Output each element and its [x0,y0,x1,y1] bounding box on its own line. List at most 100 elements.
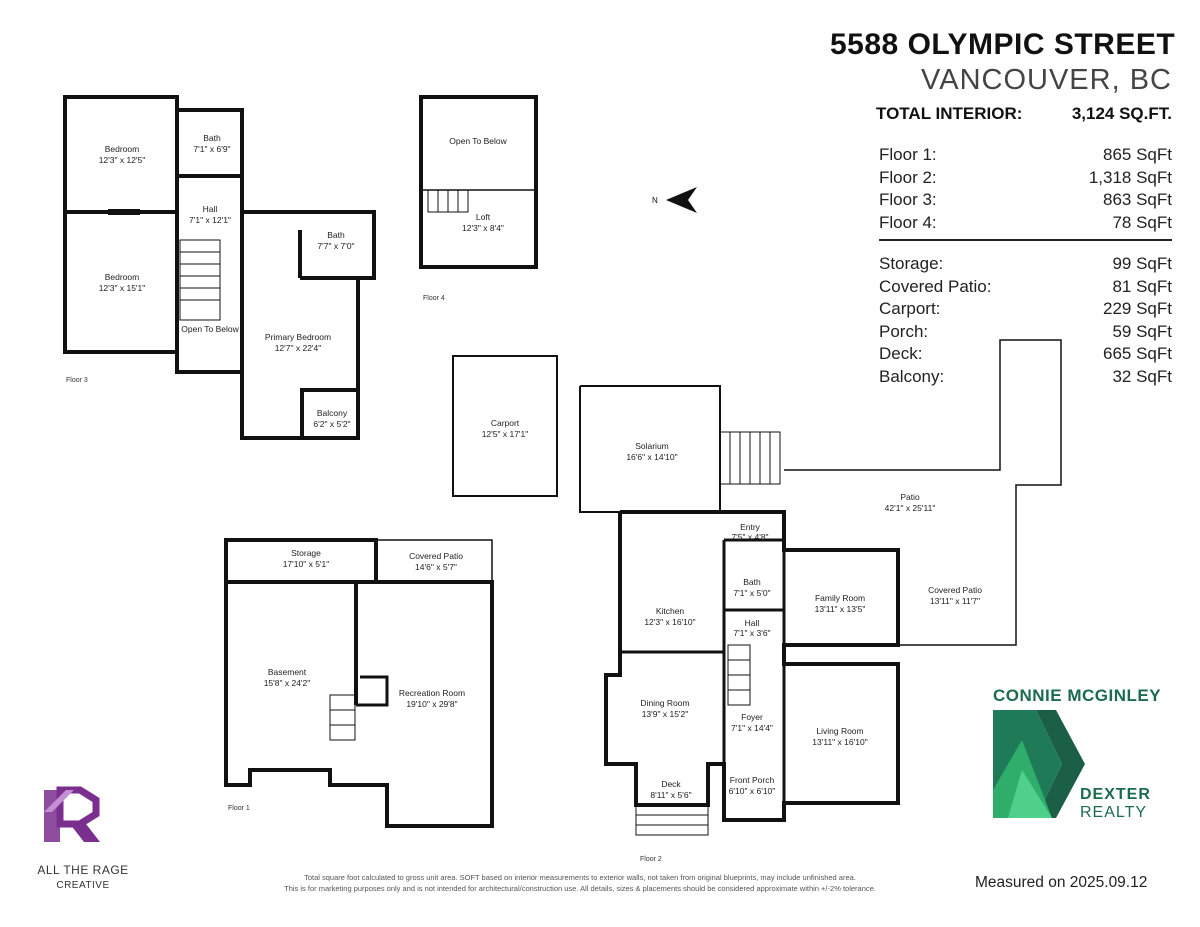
extra-area-value: 32 SqFt [1112,366,1172,386]
floor-area-row: Floor 2: 1,318 SqFt [879,168,1172,191]
extra-area-value: 81 SqFt [1112,276,1172,296]
all-the-rage-wordmark: ALL THE RAGE CREATIVE [28,862,138,894]
room-dims: 13'11" x 16'10" [812,737,867,747]
floor-area-value: 863 SqFt [1103,190,1172,209]
room-name: Open To Below [181,324,239,334]
room-name: Covered Patio [409,551,463,561]
disclaimer-line: Total square foot calculated to gross un… [304,873,856,882]
all-the-rage-logo-icon [44,786,100,842]
floor-label: Floor 1 [228,805,250,812]
floor-area-row: Floor 4: 78 SqFt [879,213,1172,236]
room-name: Hall [203,204,218,214]
room-dims: 12'3" x 16'10" [644,617,695,627]
total-interior-value: 3,124 SQ.FT. [1071,104,1172,123]
floor-area-row: Floor 1:865 SqFt [879,145,1172,168]
room-dims: 8'11" x 5'6" [650,790,691,800]
room-name: Carport [491,418,520,428]
floor-area-label: Floor 4: [879,212,937,232]
room-dims: 13'9" x 15'2" [642,709,689,719]
room-dims: 7'1" x 3'6" [733,628,770,638]
room-name: Entry [740,522,761,532]
atr-line2: CREATIVE [56,880,110,891]
room-dims: 7'1" x 12'1" [189,215,231,225]
room-name: Loft [476,212,491,222]
disclaimer: Total square foot calculated to gross un… [230,872,930,894]
property-address: 5588 OLYMPIC STREET [830,28,1176,61]
agent-name: CONNIE MCGINLEY [993,686,1162,705]
table-divider [879,239,1172,241]
room-dims: 6'2" x 5'2" [313,419,350,429]
floor-area-label: Floor 2: [879,167,937,187]
covered-patio-1-outline [376,539,493,582]
floor-area-value: 78 SqFt [1112,212,1172,232]
floor-area-row: Floor 3: 863 SqFt [879,190,1172,213]
room-name: Primary Bedroom [265,332,331,342]
extra-area-row: Storage: 99 SqFt [879,254,1172,277]
room-dims: 14'6" x 5'7" [415,562,457,572]
extra-area-label: Porch: [879,321,929,341]
room-dims: 6'10" x 6'10" [729,786,776,796]
brokerage-name: DEXTER [1080,786,1151,803]
extra-area-table: Storage: 99 SqFt Covered Patio:81 SqFt Ca… [879,254,1172,389]
extra-area-label: Balcony: [879,366,945,386]
extra-area-label: Deck: [879,344,923,363]
extra-area-value: 229 SqFt [1103,299,1172,318]
room-dims: 19'10" x 29'8" [406,699,457,709]
room-name: Storage [291,548,321,558]
room-name: Family Room [815,593,865,603]
room-dims: 15'8" x 24'2" [264,678,311,688]
stairs [179,189,781,836]
extra-area-row: Covered Patio:81 SqFt [879,277,1172,300]
extra-area-label: Storage: [879,254,944,273]
total-interior-label: TOTAL INTERIOR: [876,104,1023,123]
floor1-walls [224,538,494,828]
room-dims: 7'7" x 7'0" [317,241,354,251]
room-name: Bedroom [105,144,140,154]
room-name: Solarium [635,441,669,451]
north-compass-icon: N [652,187,697,213]
floor4-walls [419,95,538,269]
room-dims: 13'11" x 11'7" [930,596,980,606]
room-dims: 7'1" x 6'9" [193,144,230,154]
room-name: Front Porch [730,775,775,785]
extra-area-row: Deck:665 SqFt [879,344,1172,367]
brokerage-name-2: REALTY [1080,804,1148,821]
property-city: VANCOUVER, BC [921,64,1172,96]
compass-letter: N [652,196,658,205]
room-dims: 16'6" x 14'10" [626,452,677,462]
room-dims: 12'7" x 22'4" [275,343,322,353]
room-dims: 13'11" x 13'5" [815,604,866,614]
room-name: Bath [203,133,221,143]
room-dims: 12'5" x 17'1" [482,429,529,439]
room-name: Bath [743,577,761,587]
extra-area-row: Porch:59 SqFt [879,322,1172,345]
room-name: Bath [327,230,345,240]
patio-outline [784,339,1062,646]
room-name: Bedroom [105,272,140,282]
floor-area-label: Floor 3: [879,190,937,209]
disclaimer-line: This is for marketing purposes only and … [284,884,876,893]
room-name: Deck [661,779,681,789]
carport-outline [452,355,558,497]
room-dims: 7'5" x 4'8" [731,532,768,542]
floor-area-label: Floor 1: [879,145,937,164]
floor-label: Floor 4 [423,295,445,302]
room-name: Patio [900,492,920,502]
room-dims: 7'1" x 5'0" [733,588,770,598]
floor3-walls [63,95,376,440]
floor-label: Floor 3 [66,377,88,384]
extra-area-value: 99 SqFt [1112,254,1172,273]
extra-area-row: Carport: 229 SqFt [879,299,1172,322]
room-name: Covered Patio [928,585,982,595]
room-name: Hall [745,618,760,628]
room-dims: 42'1" x 25'11" [885,503,936,513]
room-dims: 12'3" x 8'4" [462,223,504,233]
floor-area-value: 1,318 SqFt [1088,167,1172,187]
extra-area-label: Carport: [879,299,941,318]
room-name: Open To Below [449,136,507,146]
room-dims: 17'10" x 5'1" [283,559,330,569]
dexter-realty-logo-icon [993,710,1085,818]
room-name: Balcony [317,408,348,418]
atr-line1: ALL THE RAGE [37,863,129,877]
